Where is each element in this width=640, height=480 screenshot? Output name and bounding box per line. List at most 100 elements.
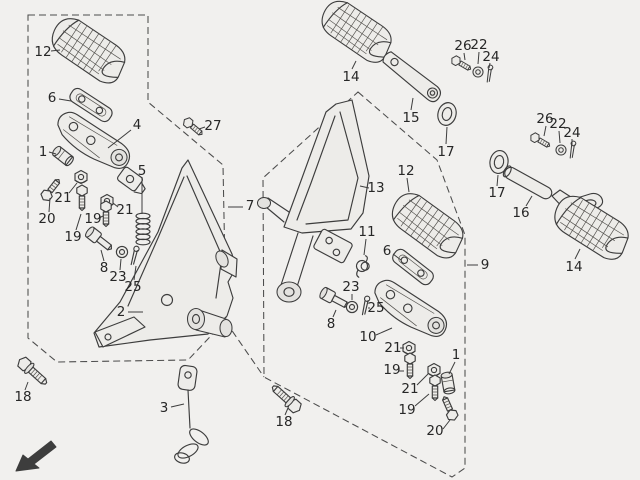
footrest-arm-4 — [49, 107, 136, 178]
part-label-15-35: 15 — [402, 110, 419, 126]
leader-line-16-44 — [525, 195, 533, 207]
part-label-3-17: 3 — [160, 400, 169, 416]
washer-23-left — [115, 245, 129, 259]
part-label-17-36: 17 — [437, 144, 454, 160]
part-label-10-22: 10 — [359, 329, 376, 345]
leader-line-18-16 — [24, 381, 29, 391]
leader-line-15-35 — [410, 97, 414, 111]
part-label-19-8: 19 — [64, 229, 81, 245]
pivot-joint — [117, 166, 146, 195]
leader-line-10-22 — [375, 327, 393, 336]
step-plate-6-right — [389, 246, 437, 288]
part-label-19-25: 19 — [383, 362, 400, 378]
leader-line-23-12 — [119, 258, 122, 271]
bracket-13 — [256, 99, 370, 303]
leader-line-17-43 — [496, 174, 499, 187]
part-label-18-16: 18 — [14, 389, 31, 405]
part-labels-layer: 1264127520211921198232527183131112610921… — [14, 37, 582, 439]
part-label-20-6: 20 — [38, 211, 55, 227]
part-label-25-13: 25 — [124, 279, 141, 295]
leader-line-21-7 — [68, 182, 78, 194]
leader-line-4-2 — [107, 129, 132, 149]
bolt-26-left — [449, 54, 474, 74]
part-label-6-21: 6 — [383, 243, 392, 259]
washer-22-left — [472, 66, 484, 78]
bracket-2 — [93, 159, 238, 348]
leader-line-27-4 — [198, 126, 206, 130]
part-label-13-18: 13 — [367, 180, 384, 196]
leader-line-20-6 — [48, 197, 51, 213]
part-label-14-34: 14 — [342, 69, 359, 85]
bushing-1-left — [50, 144, 76, 168]
part-label-17-43: 17 — [488, 185, 505, 201]
ring-17-left — [434, 99, 460, 129]
boundary-connector-line — [225, 321, 265, 378]
part-label-21-7: 21 — [54, 190, 71, 206]
part-label-11-19: 11 — [358, 224, 375, 240]
part-label-22-38: 22 — [470, 37, 487, 53]
leader-line-19-8 — [75, 213, 82, 231]
leader-line-14-45 — [574, 248, 581, 260]
washer-22-right — [555, 144, 567, 156]
part-label-22-41: 22 — [549, 116, 566, 132]
part-label-6-1: 6 — [48, 90, 57, 106]
leader-line-20-29 — [442, 419, 451, 430]
direction-arrow-icon — [15, 440, 57, 472]
tool-3 — [174, 364, 209, 464]
spring-5 — [135, 212, 151, 246]
leader-line-21-26 — [416, 373, 429, 386]
part-label-1-28: 1 — [452, 347, 461, 363]
leader-line-14-34 — [351, 60, 357, 70]
bolt-20-right — [438, 394, 460, 423]
part-label-14-45: 14 — [565, 259, 582, 275]
bolt-19-right-b — [429, 374, 441, 402]
part-label-5-5: 5 — [138, 163, 147, 179]
leader-line-17-36 — [445, 126, 448, 145]
part-label-1-3: 1 — [39, 144, 48, 160]
bolt-26-right — [528, 131, 553, 151]
pin-24-right — [568, 140, 577, 160]
bolt-18-left — [14, 354, 51, 389]
part-label-24-39: 24 — [482, 49, 499, 65]
part-label-25-32: 25 — [367, 300, 384, 316]
pin-25-left — [129, 245, 141, 267]
part-label-24-42: 24 — [563, 125, 580, 141]
bushing-1-right — [440, 370, 456, 396]
leader-line-13-18 — [359, 185, 370, 189]
part-label-16-44: 16 — [512, 205, 529, 221]
part-label-8-30: 8 — [327, 316, 336, 332]
bolt-18-right — [268, 381, 305, 416]
nut-21-left-a — [74, 169, 88, 185]
part-label-18-33: 18 — [275, 414, 292, 430]
leader-line-6-1 — [58, 98, 72, 102]
leader-line-26-37 — [463, 52, 466, 61]
part-label-12-20: 12 — [397, 163, 414, 179]
part-label-21-9: 21 — [116, 202, 133, 218]
nut-21-right-b — [427, 362, 441, 378]
leader-line-8-11 — [100, 249, 105, 262]
pillion-step-right-group — [487, 131, 637, 268]
part-label-23-12: 23 — [109, 269, 126, 285]
leader-line-1-3 — [48, 151, 57, 155]
part-label-9-23: 9 — [481, 257, 490, 273]
nut-21-right-a — [402, 340, 416, 356]
leader-line-26-40 — [543, 125, 547, 137]
part-label-2-14: 2 — [117, 304, 126, 320]
leader-line-19-27 — [414, 393, 430, 407]
leader-line-25-13 — [133, 265, 137, 281]
leader-line-8-30 — [332, 309, 337, 318]
step-bar-15 — [379, 48, 445, 105]
part-label-8-11: 8 — [100, 260, 109, 276]
leader-line-22-41 — [558, 130, 561, 144]
part-label-4-2: 4 — [133, 117, 142, 133]
part-label-7-15: 7 — [246, 198, 255, 214]
right-assembly-art — [256, 99, 472, 423]
part-label-26-40: 26 — [536, 111, 553, 127]
part-label-20-29: 20 — [426, 423, 443, 439]
assembly-boundary-left — [27, 14, 227, 363]
part-label-27-4: 27 — [204, 118, 221, 134]
leader-line-24-39 — [488, 62, 491, 69]
leader-line-1-28 — [448, 361, 456, 375]
